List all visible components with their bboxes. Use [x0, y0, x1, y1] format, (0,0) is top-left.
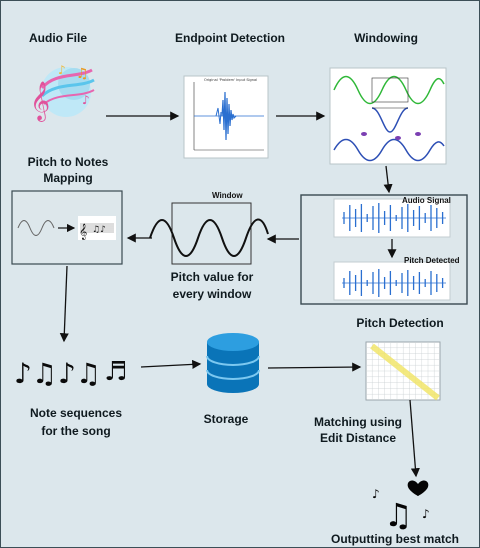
- label-note-sequences-line2: for the song: [41, 424, 111, 438]
- label-pitch-to-notes-line1: Pitch to Notes: [27, 155, 109, 169]
- music-notes-heart-icon: ♫ ♪ ♪: [372, 480, 430, 534]
- database-icon: [206, 333, 260, 393]
- window-sine: [149, 202, 269, 265]
- label-windowing: Windowing: [354, 31, 418, 45]
- svg-text:♪: ♪: [82, 93, 90, 107]
- label-pitch-value-line1: Pitch value for: [170, 270, 254, 284]
- label-matching-line2: Edit Distance: [319, 431, 397, 445]
- label-audio-signal: Audio Signal: [402, 196, 451, 205]
- svg-text:♪: ♪: [58, 63, 66, 77]
- label-audio-file: Audio File: [29, 31, 87, 45]
- svg-text:♪♫: ♪♫: [58, 357, 101, 390]
- audio-file-icon: 𝄞 ♫ ♪ ♪: [30, 63, 95, 122]
- label-outputting-best-match: Outputting best match: [331, 532, 459, 546]
- svg-text:♬: ♬: [104, 357, 127, 387]
- svg-text:♫: ♫: [384, 496, 413, 534]
- svg-text:𝄞: 𝄞: [30, 81, 50, 122]
- label-pitch-detection: Pitch Detection: [356, 316, 444, 330]
- edit-distance-matrix: [365, 341, 441, 401]
- label-pitch-value-line2: every window: [172, 287, 252, 301]
- label-pitch-detected: Pitch Detected: [404, 256, 460, 265]
- label-endpoint-detection: Endpoint Detection: [175, 31, 285, 45]
- label-window: Window: [212, 191, 243, 200]
- svg-text:♫: ♫: [76, 66, 89, 82]
- pitch-detected-plot: [333, 261, 451, 301]
- svg-text:♪: ♪: [372, 487, 380, 501]
- svg-text:♪: ♪: [422, 507, 430, 521]
- label-storage: Storage: [203, 412, 249, 426]
- label-pitch-to-notes-line2: Mapping: [43, 171, 93, 185]
- label-matching-line1: Matching using: [314, 415, 402, 429]
- svg-text:𝄞: 𝄞: [79, 224, 87, 240]
- label-note-sequences-line1: Note sequences: [29, 406, 123, 420]
- mapping-sine: [17, 220, 55, 236]
- windowing-plot: [329, 67, 447, 165]
- endpoint-plot: Original 'Problem' Input Signal: [183, 75, 269, 159]
- svg-text:♪♫: ♪♫: [14, 357, 57, 390]
- audio-signal-plot: [333, 198, 451, 238]
- svg-text:Original 'Problem' Input Signa: Original 'Problem' Input Signal: [204, 78, 257, 82]
- svg-text:♫♪: ♫♪: [92, 225, 106, 235]
- flow-arrows: [59, 111, 420, 478]
- music-notes-icon: ♪♫ ♪♫ ♬: [14, 357, 127, 390]
